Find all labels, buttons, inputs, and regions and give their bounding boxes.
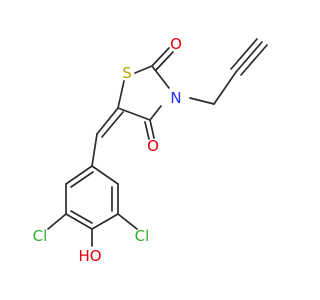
bond-C4-O2 [149,119,155,139]
bond-C4-C5 [117,107,151,121]
molecule-diagram: S O N O Cl Cl HO [33,35,268,265]
oxygen-carbonyl-top-label: O [170,35,182,53]
bond-C2-O1-second [155,51,174,71]
chlorine-left-label: Cl [33,227,48,245]
bond-C2-O1 [151,47,170,67]
chlorine-right-label: Cl [135,227,150,245]
bond-triple-2 [230,38,258,70]
bond-C4-O2-second [144,121,150,140]
bond-benz-4 [91,213,119,230]
bond-C5-CH [96,107,119,135]
hydroxyl-label: HO [78,247,101,265]
bond-C5-CH-second [101,111,124,138]
bond-CH-Cipso [91,133,98,167]
oxygen-carbonyl-bottom-label: O [147,137,159,155]
sulfur-label: S [122,64,132,82]
bond-benz-3-inner [70,210,93,224]
bond-benz-6 [91,165,119,185]
bond-benz-1 [65,165,93,185]
bond-C5-S [117,80,125,109]
bond-benz-3 [65,213,93,230]
nitrogen-label: N [170,89,181,107]
bond-C2-N [151,65,170,89]
bond-N-C4 [149,105,162,121]
bonds [47,38,268,247]
bond-triple-1 [235,41,263,73]
atom-labels: S O N O Cl Cl HO [33,35,182,265]
bond-C-Cl1 [47,213,67,230]
bond-CH2-Csp [213,71,237,105]
bond-N-CH2 [189,97,215,105]
bond-triple-3 [240,44,268,76]
bond-S-C2 [134,65,153,74]
bond-benz-1-inner [70,171,94,188]
bond-C-Cl2 [117,213,138,230]
